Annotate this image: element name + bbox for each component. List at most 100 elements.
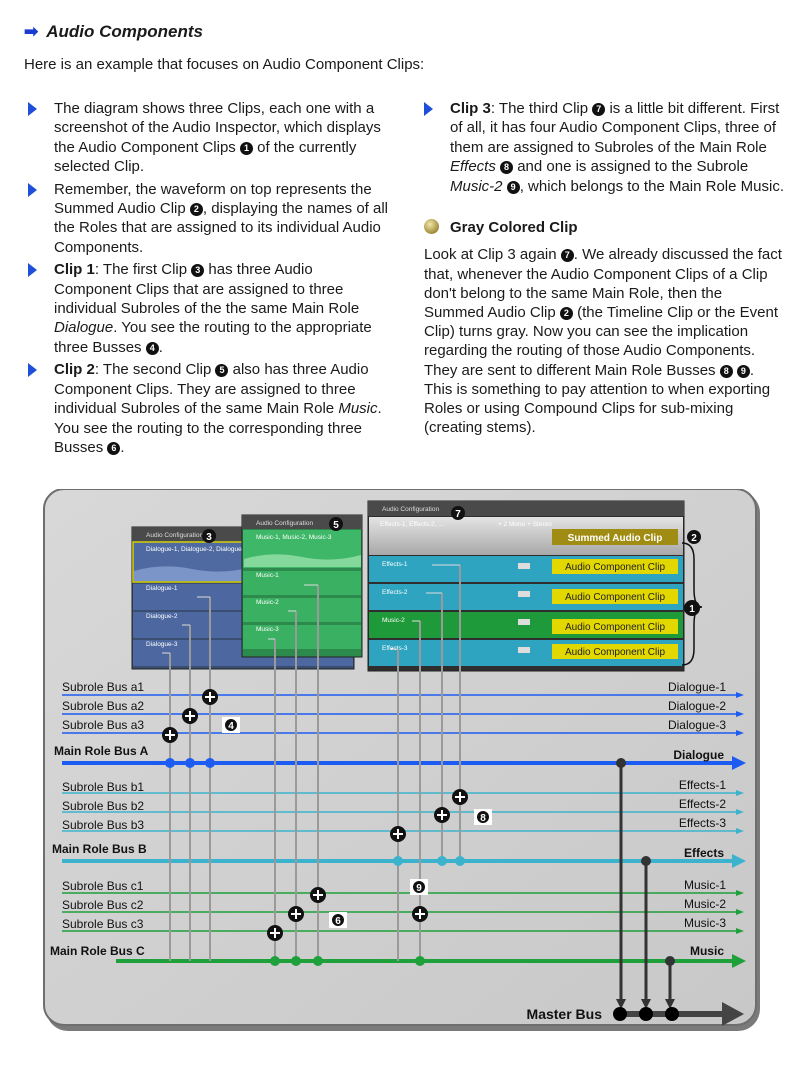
component-tag-label: Audio Component Clip — [565, 592, 665, 603]
summed-audio-clip-label: Summed Audio Clip — [568, 533, 663, 544]
callout-badge — [451, 506, 465, 520]
component-label: Dialogue-3 — [146, 641, 178, 648]
waveform — [244, 554, 361, 567]
component-bracket — [681, 542, 703, 666]
component-label: Music-2 — [256, 599, 279, 606]
plus-icon — [452, 789, 468, 805]
italic-text: Music — [338, 400, 378, 418]
junction-dot — [270, 956, 280, 966]
junction-dot — [455, 856, 465, 866]
text: . We already discussed the fact that, wh… — [424, 246, 782, 322]
bullet-triangle-icon — [424, 102, 433, 116]
component-tag-label: Audio Component Clip — [565, 647, 665, 658]
panel-summary: Effects-1, Effects-2, ... — [380, 521, 444, 528]
text: , displaying the names of all the Roles … — [54, 200, 389, 256]
bus-labels: Subrole Bus a1 Subrole Bus a2 Subrole Bu… — [50, 680, 149, 958]
route-line — [268, 584, 318, 640]
arrow-icon — [736, 909, 744, 915]
main-bus-output-label: Music — [690, 944, 724, 958]
master-node — [613, 1007, 627, 1021]
plus-icon — [267, 925, 283, 941]
bus-output-label: Effects-3 — [679, 816, 726, 830]
text: . This is something to pay attention to … — [424, 361, 771, 437]
arrow-icon — [722, 1002, 744, 1026]
bus-label: Subrole Bus a3 — [62, 718, 144, 732]
main-bus-label: Main Role Bus A — [54, 744, 149, 758]
component-row — [243, 571, 361, 595]
junction-dot — [205, 758, 215, 768]
plus-icon — [288, 906, 304, 922]
bold-text: Clip 1 — [54, 261, 95, 279]
callout-number: 3 — [191, 264, 205, 278]
routing-diagram-svg: Audio Configuration Dialogue-1, Dialogue… — [43, 488, 760, 1031]
plus-icon — [182, 708, 198, 724]
routing-diagram: Audio Configuration Dialogue-1, Dialogue… — [42, 488, 764, 1035]
bus-output-label: Dialogue-3 — [668, 718, 726, 732]
text: . — [158, 338, 163, 356]
text: Look at Clip 3 again — [424, 246, 561, 264]
panel-title: Audio Configuration — [382, 506, 439, 513]
heading-text: Gray Colored Clip — [450, 219, 578, 237]
panel-route-stubs — [162, 564, 460, 654]
arrow-icon — [736, 730, 744, 736]
section-heading: ➡ Audio Components — [24, 22, 203, 42]
callout-badge — [332, 914, 344, 926]
component-label: Music-1 — [256, 572, 279, 579]
panel-summary-format: + 2 Mono + Stereo — [498, 521, 552, 528]
component-tag-label: Audio Component Clip — [565, 562, 665, 573]
bus-output-label: Music-3 — [684, 916, 726, 930]
callouts: 3 5 7 2 1 4 6 8 9 — [202, 506, 701, 928]
panel-summary: Dialogue-1, Dialogue-2, Dialogue-3 — [146, 546, 248, 553]
bus-output-label: Dialogue-1 — [668, 680, 726, 694]
component-label: Music-2 — [382, 617, 405, 624]
italic-text: Effects — [450, 158, 496, 176]
bold-text: Clip 3 — [450, 100, 491, 117]
arrow-icon — [736, 809, 744, 815]
callout-number: 9 — [506, 180, 520, 194]
callout-number: 1 — [689, 604, 695, 615]
component-label: Effects-1 — [382, 561, 408, 568]
callout-number: 7 — [592, 103, 606, 116]
channel-icon — [518, 591, 530, 597]
component-label: Dialogue-2 — [146, 613, 178, 620]
callout-number: 7 — [455, 509, 461, 520]
text: of the currently selected Clip. — [54, 138, 357, 176]
arrow-icon — [736, 828, 744, 834]
plus-icon — [434, 807, 450, 823]
text: (the Timeline Clip or the Event Clip) tu… — [424, 304, 778, 379]
lightbulb-icon — [424, 219, 439, 235]
component-label: Music-3 — [256, 626, 279, 633]
component-tags: Audio Component Clip Audio Component Cli… — [552, 559, 678, 659]
junction-dot — [165, 758, 175, 768]
sum-nodes — [162, 689, 468, 941]
text: : The second Clip — [94, 361, 216, 379]
callout-number: 4 — [145, 341, 159, 355]
callout-number: 6 — [107, 441, 121, 455]
callout-number: 2 — [559, 307, 573, 321]
text: . You see the routing to the appropriate… — [54, 319, 372, 356]
bullet-item: Clip 3: The third Clip 7 is a little bit… — [424, 99, 786, 196]
arrow-icon — [732, 756, 746, 770]
bus-output-label: Music-2 — [684, 897, 726, 911]
bold-text: Clip 2 — [54, 361, 95, 379]
callout-number: 1 — [239, 141, 253, 155]
main-bus-label: Main Role Bus B — [52, 842, 147, 856]
channel-icon — [518, 647, 530, 653]
bus-label: Subrole Bus c2 — [62, 898, 144, 912]
callout-badge — [684, 600, 700, 616]
bus-label: Subrole Bus b3 — [62, 818, 144, 832]
gray-clip-paragraph: Look at Clip 3 again 7. We already discu… — [424, 245, 786, 437]
arrow-icon — [736, 790, 744, 796]
bus-output-label: Effects-2 — [679, 797, 726, 811]
text: has three Audio Component Clips that are… — [54, 261, 360, 318]
bullet-triangle-icon — [28, 363, 37, 378]
heading-text: Audio Components — [46, 22, 204, 41]
bullet-item: Clip 2: The second Clip 5 also has three… — [28, 360, 392, 457]
arrow-right-icon: ➡ — [24, 22, 39, 41]
channel-icon — [518, 563, 530, 569]
arrow-down-icon — [665, 999, 675, 1009]
channel-icon — [518, 619, 530, 625]
text: also has three Audio Component Clips. Th… — [54, 361, 369, 418]
callout-number: 5 — [215, 364, 229, 378]
bus-junctions — [165, 758, 465, 966]
